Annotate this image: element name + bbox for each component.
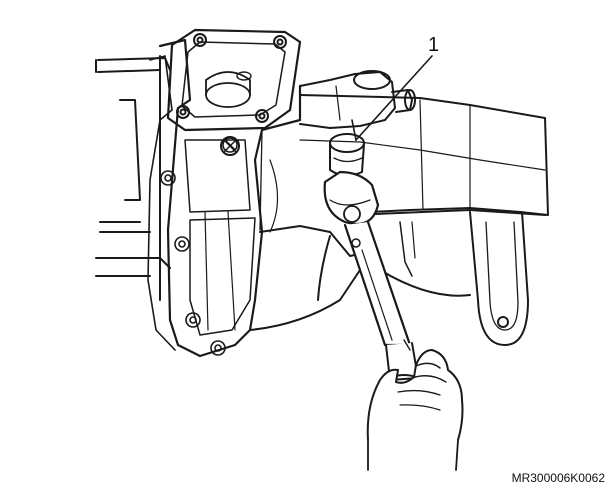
bolt (185, 312, 201, 328)
callout-leader-line (355, 55, 433, 141)
bellhousing (95, 55, 171, 301)
figure-reference-code: MR300006K0062 (511, 471, 605, 485)
cover-bolt (273, 35, 287, 49)
cover-bolt (193, 33, 207, 47)
transmission-case (147, 38, 302, 358)
shift-housing (299, 70, 416, 129)
extension-housing (299, 94, 549, 216)
mount-bracket (399, 211, 529, 346)
callout-label: 1 (428, 34, 440, 56)
torque-wrench (323, 170, 419, 386)
cover-bolt (176, 105, 190, 119)
hand (366, 349, 464, 471)
bolt (210, 340, 226, 356)
cover-bolt (255, 109, 269, 123)
top-cover-plate (166, 28, 302, 132)
bolt (160, 170, 176, 186)
fill-plug (220, 136, 240, 156)
bolt (174, 236, 190, 252)
